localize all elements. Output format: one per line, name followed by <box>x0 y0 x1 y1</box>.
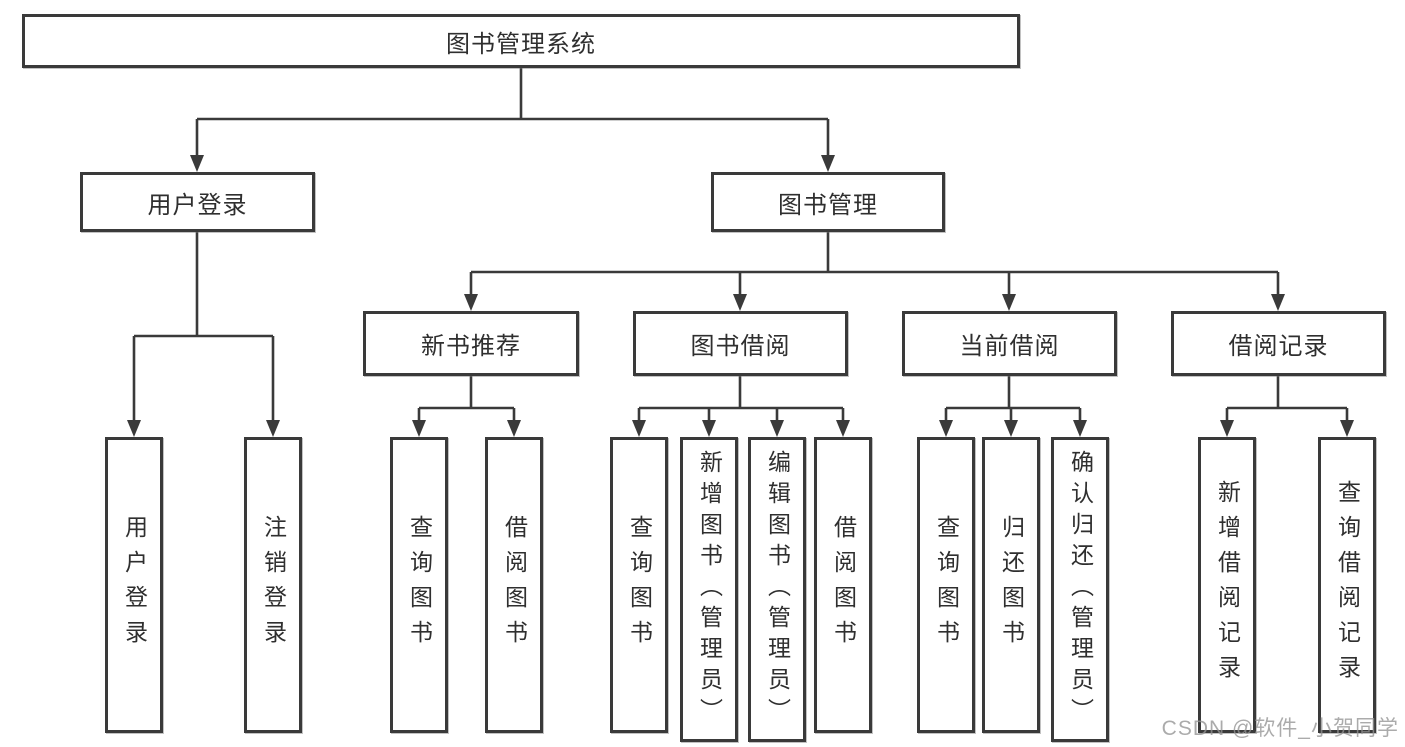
leaf-query-borrow-record: 查询借阅记录 <box>1318 437 1376 733</box>
csdn-watermark: CSDN @软件_小贺同学 <box>1161 717 1399 740</box>
leaf-edit-book-admin: 编辑图书（管理员） <box>748 437 806 742</box>
leaf-query-books-current: 查询图书 <box>917 437 975 733</box>
leaf-query-books-recommend: 查询图书 <box>390 437 448 733</box>
leaf-add-borrow-record: 新增借阅记录 <box>1198 437 1256 733</box>
leaf-borrow-books-borrowing: 借阅图书 <box>814 437 872 733</box>
node-book-borrowing: 图书借阅 <box>633 311 848 376</box>
node-library-management-system: 图书管理系统 <box>22 14 1020 68</box>
leaf-logout: 注销登录 <box>244 437 302 733</box>
node-current-borrowing: 当前借阅 <box>902 311 1117 376</box>
leaf-query-books-borrowing: 查询图书 <box>610 437 668 733</box>
node-book-management: 图书管理 <box>711 172 945 232</box>
leaf-return-books: 归还图书 <box>982 437 1040 733</box>
leaf-user-login: 用户登录 <box>105 437 163 733</box>
arrowheads <box>127 155 1354 437</box>
node-borrowing-records: 借阅记录 <box>1171 311 1386 376</box>
leaf-confirm-return-admin: 确认归还（管理员） <box>1051 437 1109 742</box>
leaf-add-book-admin: 新增图书（管理员） <box>680 437 738 742</box>
node-new-book-recommend: 新书推荐 <box>363 311 579 376</box>
leaf-borrow-books-recommend: 借阅图书 <box>485 437 543 733</box>
node-user-login: 用户登录 <box>80 172 315 232</box>
